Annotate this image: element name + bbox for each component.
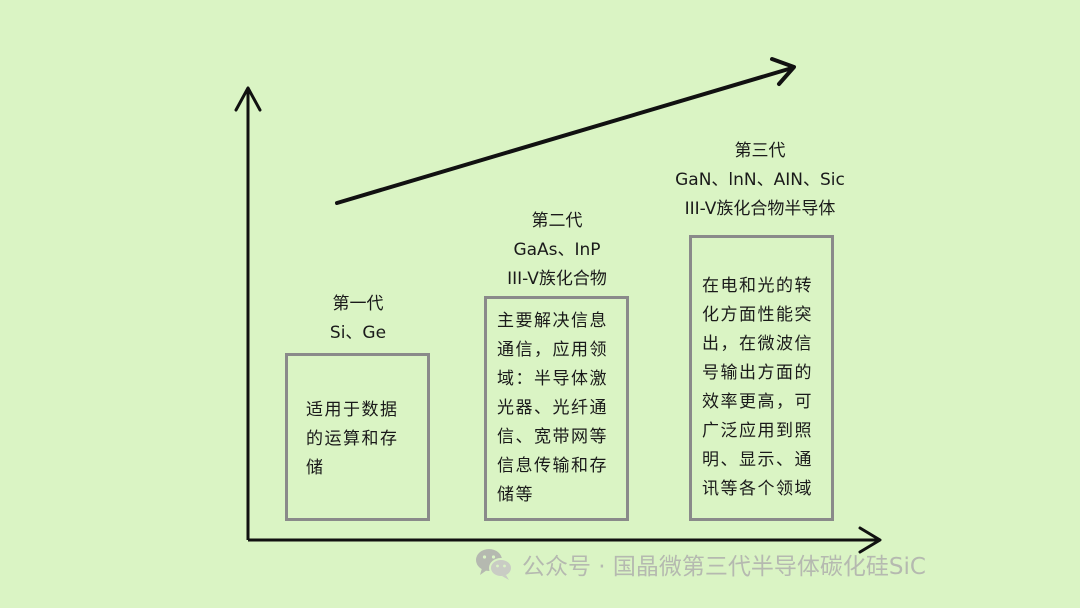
x-axis-arrowhead xyxy=(858,526,882,554)
gen1-materials: Si、Ge xyxy=(329,323,387,343)
gen3-description-line: 出，在微波信 xyxy=(702,334,813,354)
gen3-description-box: 在电和光的转 化方面性能突 出，在微波信 号输出方面的 效率更高，可 广泛应用到… xyxy=(689,235,834,521)
gen2-materials: GaAs、InP xyxy=(513,240,601,260)
gen3-materials: GaN、lnN、AIN、Sic xyxy=(675,170,845,190)
gen2-description-line: 通信，应用领 xyxy=(497,340,608,360)
gen3-description-line: 在电和光的转 xyxy=(702,276,813,296)
gen3-description-line: 效率更高，可 xyxy=(702,392,813,412)
wechat-icon xyxy=(476,549,513,580)
gen1-title: 第一代 xyxy=(332,294,384,314)
watermark: 公众号 · 国晶微第三代半导体碳化硅SiC xyxy=(474,546,926,582)
gen1-header: 第一代 Si、Ge xyxy=(298,290,418,348)
trend-arrowhead xyxy=(770,57,796,86)
gen2-description-line: 信息传输和存 xyxy=(497,456,608,476)
gen3-description-line: 广泛应用到照 xyxy=(702,421,813,441)
gen1-description-line: 的运算和存 xyxy=(306,429,399,449)
gen1-description-line: 适用于数据 xyxy=(306,400,399,420)
gen2-title: 第二代 xyxy=(531,211,583,231)
gen2-compound: III-V族化合物 xyxy=(507,269,607,289)
gen2-header: 第二代 GaAs、InP III-V族化合物 xyxy=(472,207,642,294)
y-axis-arrowhead xyxy=(234,86,262,112)
gen3-title: 第三代 xyxy=(734,141,786,161)
gen3-description-line: 号输出方面的 xyxy=(702,363,813,383)
gen2-description-line: 主要解决信息 xyxy=(497,311,608,331)
gen3-description-line: 讯等各个领域 xyxy=(702,479,813,499)
gen2-description-line: 信、宽带网等 xyxy=(497,427,608,447)
gen1-description-box: 适用于数据 的运算和存 储 xyxy=(285,353,430,521)
gen2-description-line: 储等 xyxy=(497,485,534,505)
gen1-description-line: 储 xyxy=(306,458,325,478)
gen3-header: 第三代 GaN、lnN、AIN、Sic III-V族化合物半导体 xyxy=(640,137,880,224)
trend-arrow xyxy=(335,66,794,205)
gen3-compound: III-V族化合物半导体 xyxy=(684,199,836,219)
gen2-description-line: 光器、光纤通 xyxy=(497,398,608,418)
gen2-description-line: 域：半导体激 xyxy=(497,369,608,389)
watermark-text: 公众号 · 国晶微第三代半导体碳化硅SiC xyxy=(522,554,926,580)
gen3-description-line: 明、显示、通 xyxy=(702,450,813,470)
gen2-description-box: 主要解决信息 通信，应用领 域：半导体激 光器、光纤通 信、宽带网等 信息传输和… xyxy=(484,296,629,521)
gen3-description-line: 化方面性能突 xyxy=(702,305,813,325)
